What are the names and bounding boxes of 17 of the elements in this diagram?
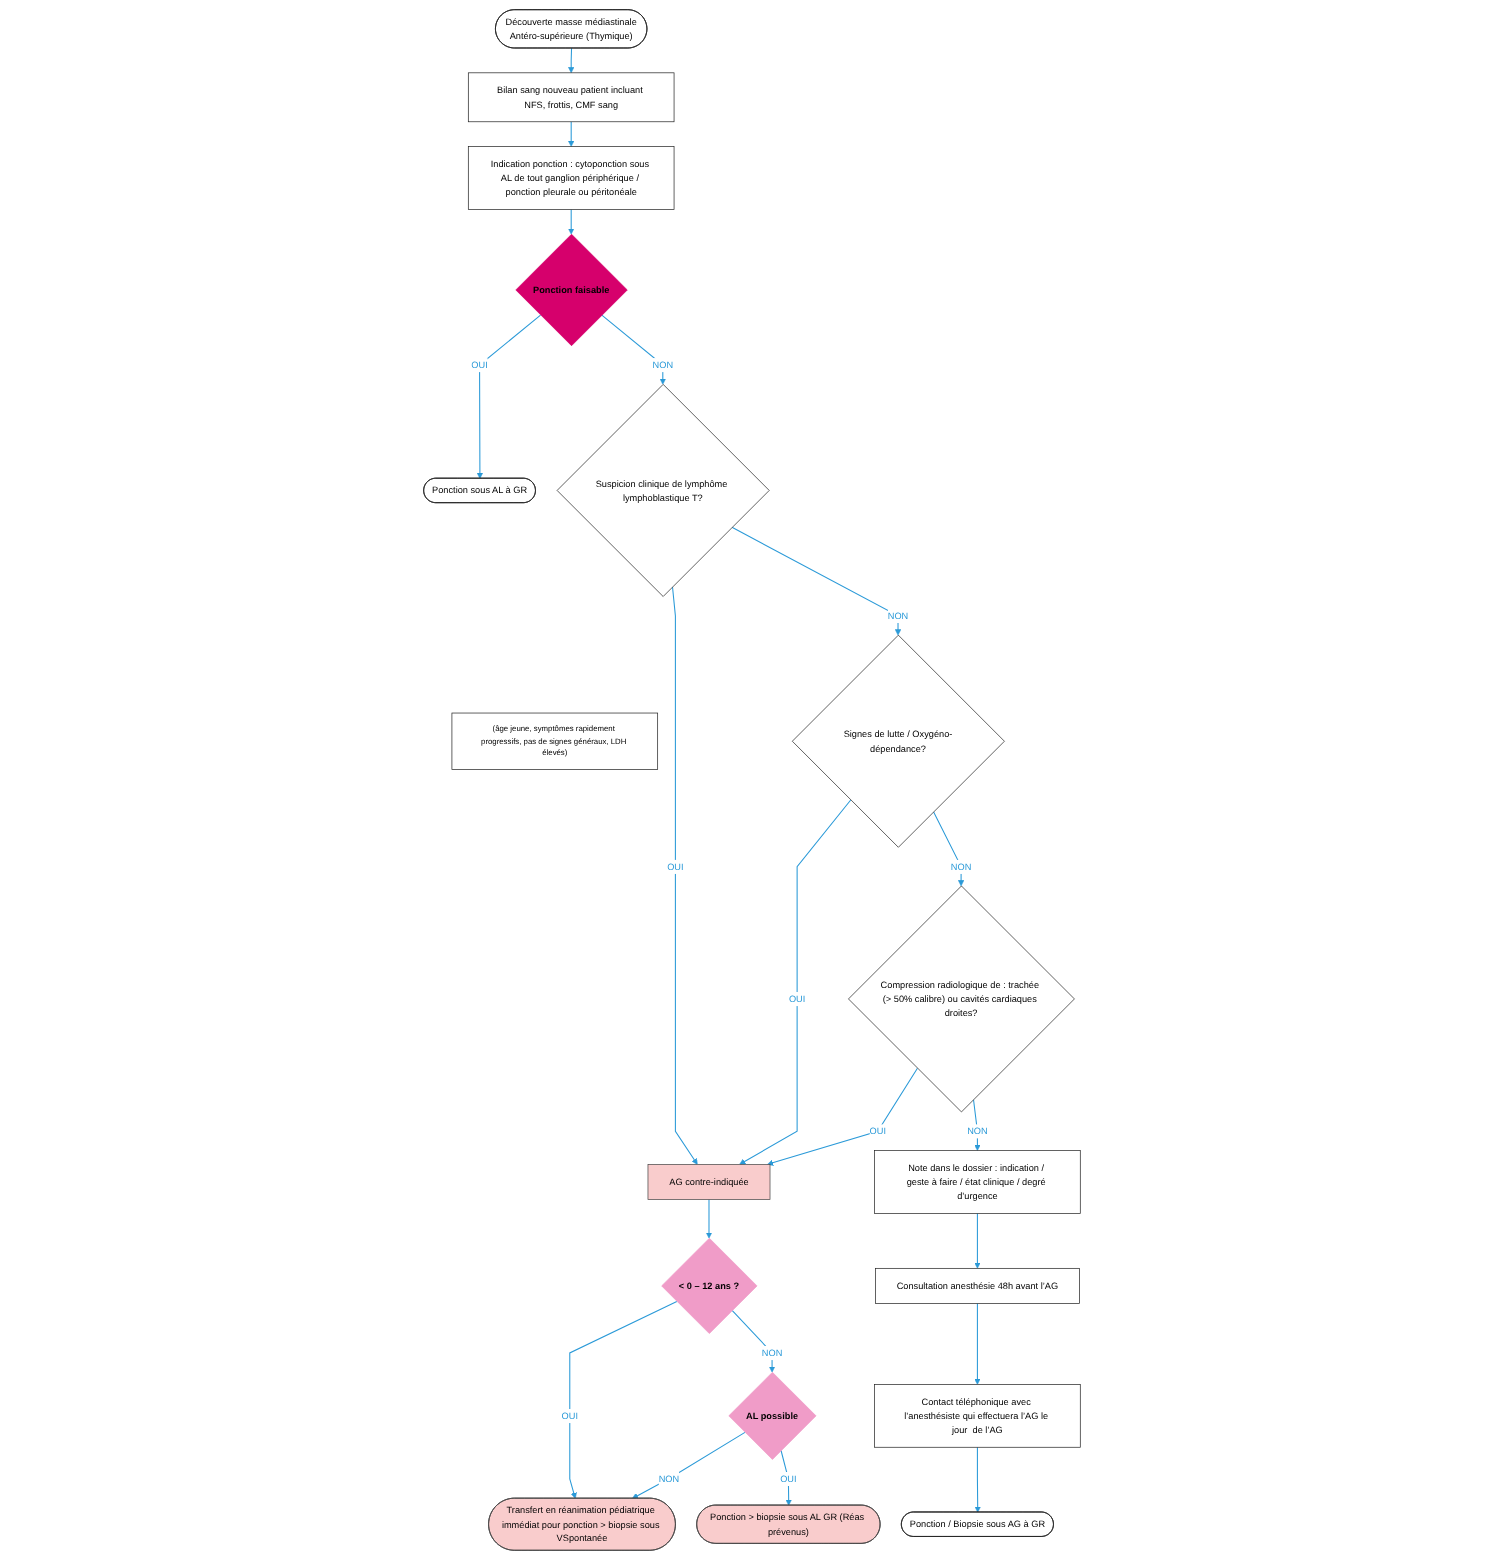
arrow xyxy=(974,1302,981,1385)
arrow xyxy=(569,1300,678,1499)
arrow xyxy=(476,314,542,479)
arrow xyxy=(974,1446,981,1513)
arrow xyxy=(767,1067,918,1166)
arrow xyxy=(568,47,575,74)
arrow xyxy=(705,1199,713,1239)
arrow xyxy=(671,586,698,1165)
arrow xyxy=(731,1309,776,1373)
arrow xyxy=(933,811,965,887)
arrow xyxy=(568,208,575,235)
arrow xyxy=(739,799,852,1165)
arrow xyxy=(601,314,666,385)
arrow xyxy=(568,121,575,147)
arrow xyxy=(731,526,902,636)
arrow xyxy=(631,1431,746,1499)
arrow xyxy=(974,1212,981,1269)
